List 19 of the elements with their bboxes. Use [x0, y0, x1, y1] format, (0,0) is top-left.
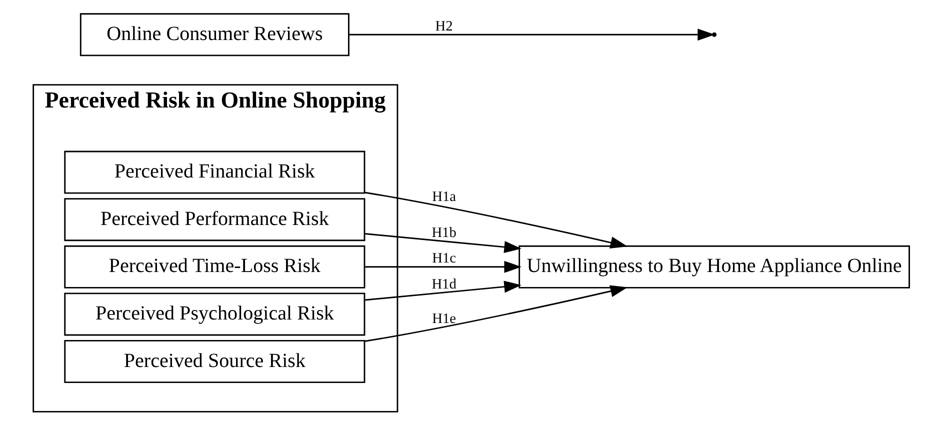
node-box: Perceived Financial Risk — [64, 150, 366, 194]
edge-label: H1d — [432, 276, 456, 292]
node-box: Perceived Time-Loss Risk — [64, 245, 366, 288]
edge-label: H1c — [432, 250, 456, 267]
node-box: Unwillingness to Buy Home Appliance Online — [518, 245, 910, 288]
arrow — [349, 28, 715, 41]
arrow — [365, 233, 522, 254]
node-box: Perceived Source Risk — [64, 340, 366, 383]
arrow — [364, 192, 628, 249]
arrow — [365, 280, 522, 301]
edge-label: H1b — [432, 224, 456, 241]
node-box: Online Consumer Reviews — [80, 13, 350, 56]
edge-label: H2 — [435, 18, 453, 34]
edge-label: H1a — [432, 188, 456, 205]
arrow — [365, 260, 522, 273]
edge-label: H1e — [432, 310, 456, 327]
node-box: Perceived Psychological Risk — [64, 292, 366, 336]
node-box: Perceived Performance Risk — [64, 198, 366, 242]
arrow — [364, 285, 628, 342]
